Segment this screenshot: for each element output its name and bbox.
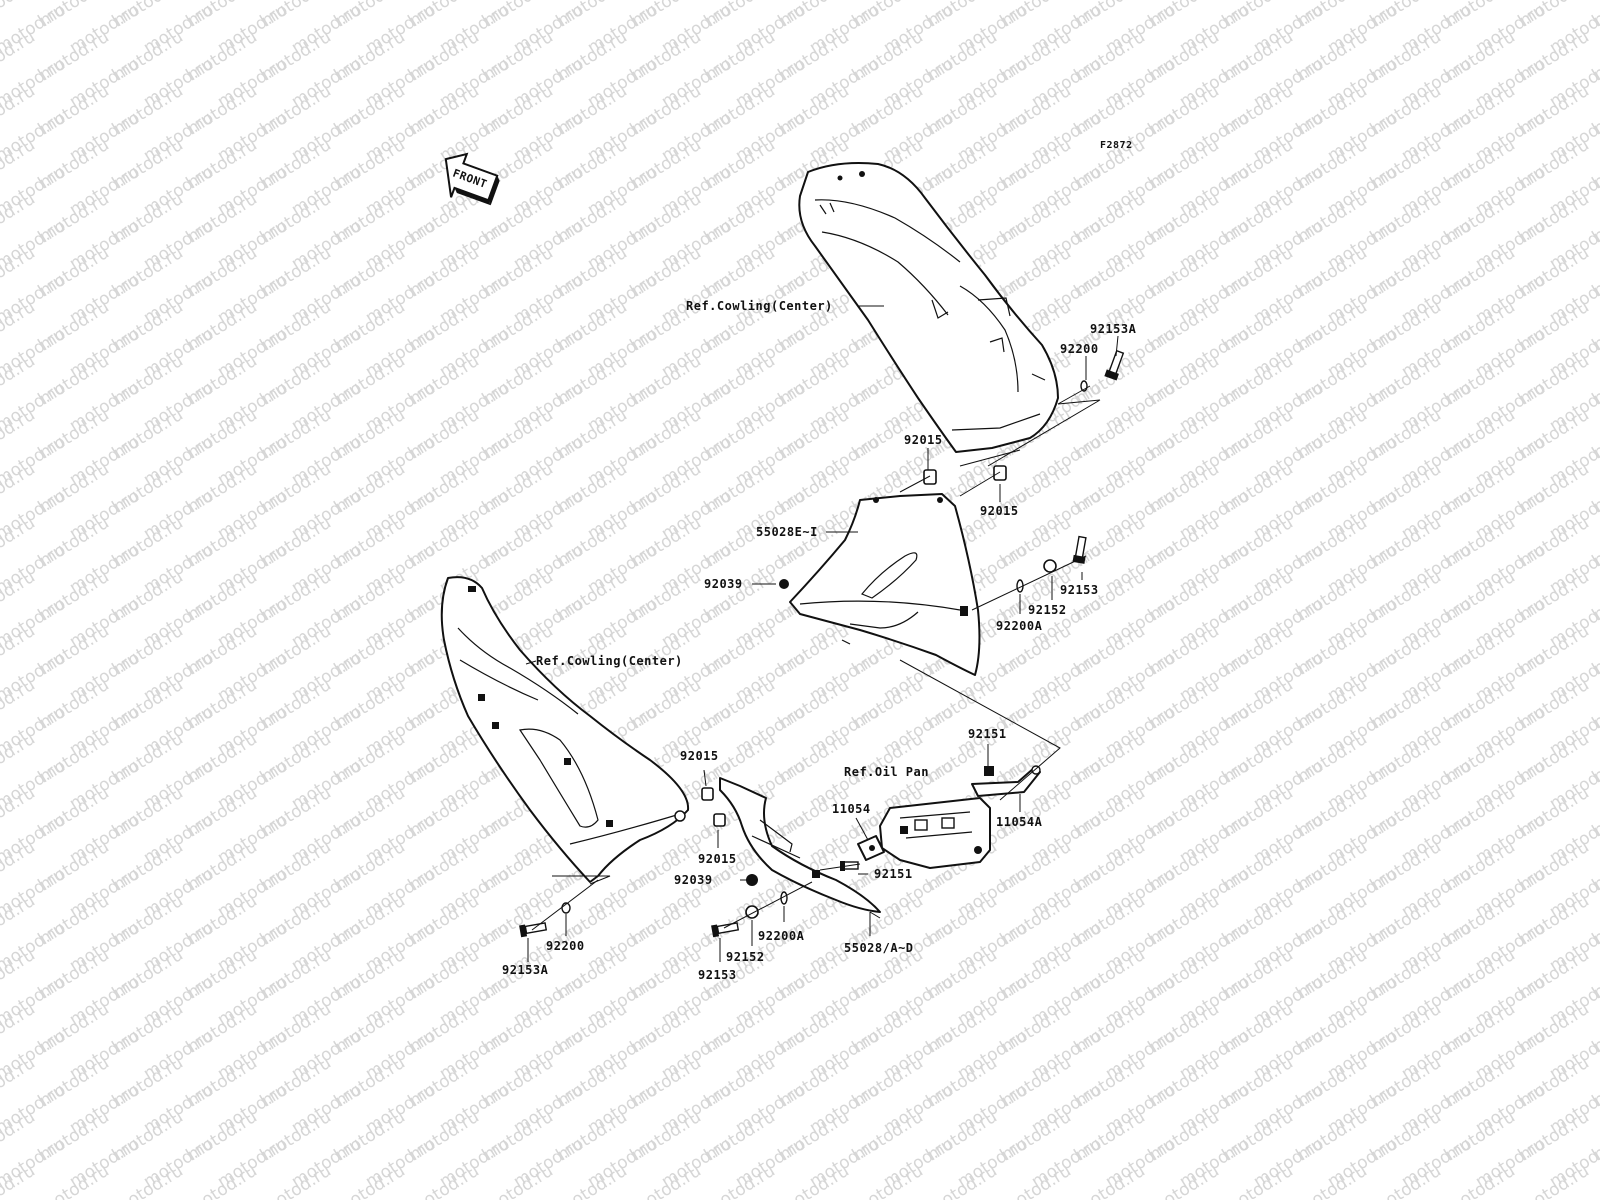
watermark-text: motod.ru [1442,1161,1519,1200]
watermark-text: motod.ru [1146,1161,1223,1200]
label-92200A-a: 92200A [996,619,1043,633]
label-ref-cowling-center-upper: Ref.Cowling(Center) [686,299,833,313]
label-92151-b: 92151 [874,867,913,881]
watermark-text: motod.ru [480,1161,557,1200]
label-ref-cowling-center-lower: Ref.Cowling(Center) [536,654,683,668]
label-92152-a: 92152 [1028,603,1067,617]
label-92039-a: 92039 [704,577,743,591]
label-55028E-I: 55028E~I [756,525,818,539]
label-92015-d: 92015 [698,852,737,866]
label-ref-oil-pan: Ref.Oil Pan [844,765,929,779]
diagram-code: F2872 [1100,140,1133,151]
watermark-text: motod.ru [1590,0,1600,31]
watermark-text: motod.ru [998,1161,1075,1200]
watermark-text: motod.ru [1294,1161,1371,1200]
label-92153A-top: 92153A [1090,322,1137,336]
watermark-text: motod.ru [184,1161,261,1200]
label-55028-A-D: 55028/A~D [844,941,914,955]
label-92152-b: 92152 [726,950,765,964]
watermark-text: motod.ru [258,1161,335,1200]
label-11054: 11054 [832,802,871,816]
watermark-text: motod.ru [110,1161,187,1200]
watermark-text: motod.ru [776,1161,853,1200]
watermark-text: motod.ru [332,1161,409,1200]
label-92015-b: 92015 [980,504,1019,518]
label-92153-a: 92153 [1060,583,1099,597]
label-11054A: 11054A [996,815,1043,829]
watermark-text: motod.ru [702,1161,779,1200]
oil-pan [879,797,991,869]
label-92015-c: 92015 [680,749,719,763]
watermark-text: motod.ru [36,1161,113,1200]
label-92200-bottom: 92200 [546,939,585,953]
label-92015-a: 92015 [904,433,943,447]
watermark-text: motod.ru [406,1161,483,1200]
watermark-text: motod.ru [850,1161,927,1200]
watermark-text: motod.ru [1072,1161,1149,1200]
label-92151-a: 92151 [968,727,1007,741]
watermark-text: motod.ru [1220,1161,1297,1200]
label-92200-top: 92200 [1060,342,1099,356]
watermark-text: motod.ru [628,1161,705,1200]
watermark-text: motod.ru [1516,1161,1593,1200]
label-92039-b: 92039 [674,873,713,887]
label-92200A-b: 92200A [758,929,805,943]
label-92153A-bottom: 92153A [502,963,549,977]
watermark-text: motod.ru [1368,1161,1445,1200]
label-92153-b: 92153 [698,968,737,982]
watermark-text: motod.ru [554,1161,631,1200]
watermark-text: motod.ru [924,1161,1001,1200]
